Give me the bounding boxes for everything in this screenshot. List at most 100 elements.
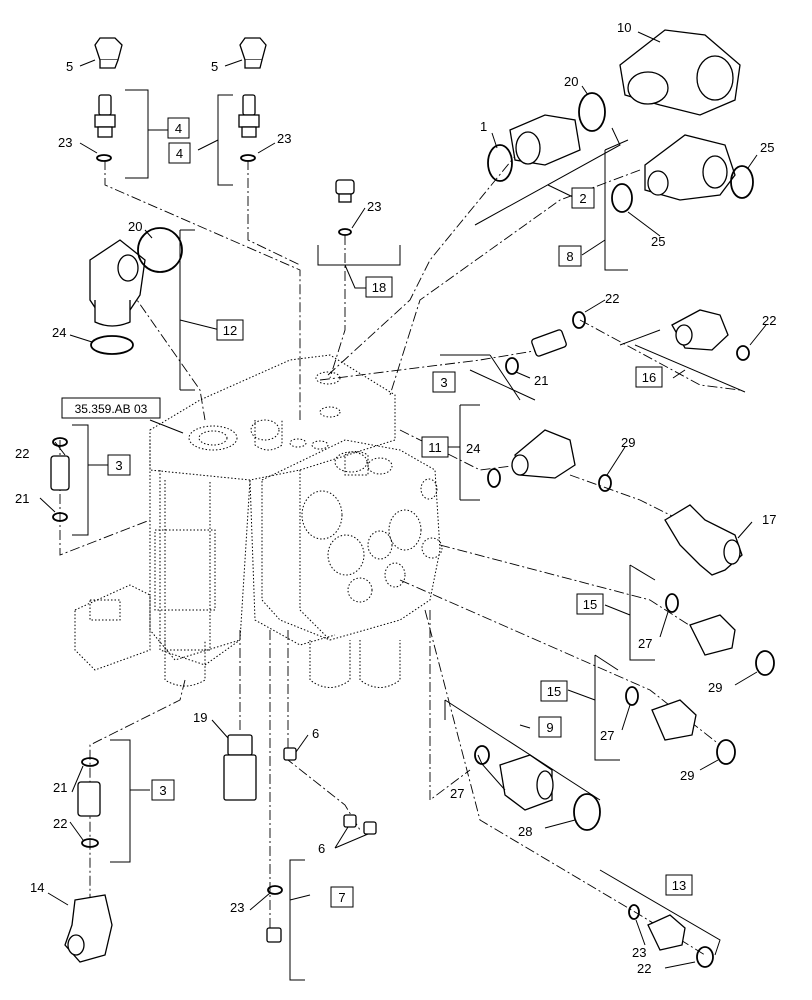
o-ring-part: [52, 512, 68, 522]
callout-10: 10: [617, 20, 631, 35]
straight-fitting-9-part: [499, 754, 554, 811]
o-ring-part: [625, 686, 639, 706]
box-label-2: 2: [571, 187, 595, 209]
callout-28: 28: [518, 824, 532, 839]
swivel-elbow-part: [644, 134, 736, 201]
box-label-text: 4: [175, 121, 182, 136]
callouts: 5 5 23 23 23 20 24 1 20 10 25 25 22 22 2…: [15, 20, 776, 976]
o-ring-part: [338, 228, 352, 236]
elbow-fitting-11-part: [511, 429, 576, 479]
plug-part: [283, 747, 297, 761]
o-ring-part: [81, 838, 99, 848]
box-label-15-upper: 15: [576, 593, 604, 615]
o-ring-part: [505, 357, 519, 375]
box-label-8: 8: [558, 245, 582, 267]
callout-17: 17: [762, 512, 776, 527]
callout-23: 23: [632, 945, 646, 960]
adapter-part: [531, 329, 567, 357]
o-ring-part: [487, 468, 501, 488]
elbow-fitting-14-part: [64, 894, 113, 963]
box-label-3-left: 3: [107, 454, 131, 476]
callout-5: 5: [211, 59, 218, 74]
callout-21: 21: [53, 780, 67, 795]
o-ring-part: [96, 154, 112, 162]
o-ring-part: [755, 650, 775, 676]
o-ring-part: [611, 183, 633, 213]
box-label-16: 16: [635, 366, 663, 388]
o-ring-part: [240, 154, 256, 162]
box-label-18: 18: [365, 276, 393, 298]
o-ring-part: [267, 885, 283, 895]
o-ring-part: [730, 165, 754, 199]
box-label-4-left: 4: [167, 117, 190, 139]
box-label-text: 12: [223, 323, 237, 338]
callout-1: 1: [480, 119, 487, 134]
callout-23: 23: [277, 131, 291, 146]
straight-adapter-part: [651, 699, 697, 741]
box-label-7: 7: [330, 886, 354, 908]
box-label-11: 11: [421, 436, 449, 458]
callout-29: 29: [680, 768, 694, 783]
box-label-3-bottom: 3: [151, 779, 175, 801]
plug-part: [363, 821, 377, 835]
plug-part: [343, 814, 357, 828]
plug-part: [266, 927, 282, 943]
box-label-9: 9: [538, 716, 562, 738]
callout-29: 29: [708, 680, 722, 695]
box-label-text: 15: [583, 597, 597, 612]
callout-6: 6: [318, 841, 325, 856]
o-ring-part: [736, 345, 750, 361]
callout-21: 21: [15, 491, 29, 506]
callout-24: 23: [230, 900, 244, 915]
box-label-4-right: 4: [168, 142, 191, 164]
box-label-13: 13: [665, 874, 693, 896]
tee-fitting-part: [664, 504, 743, 576]
callout-22: 22: [605, 291, 619, 306]
straight-fitting-part: [509, 114, 581, 166]
o-ring-part: [487, 144, 513, 182]
box-label-text: 3: [440, 375, 447, 390]
elbow-small-part: [671, 309, 729, 351]
box-label-text: 8: [566, 249, 573, 264]
o-ring-part: [598, 474, 612, 492]
callout-25: 25: [651, 234, 665, 249]
plug-part: [335, 179, 355, 203]
o-ring-part: [628, 904, 640, 920]
box-label-text: 18: [372, 280, 386, 295]
callout-27: 27: [600, 728, 614, 743]
test-port-fitting-left: [94, 94, 116, 138]
callout-5: 5: [66, 59, 73, 74]
center-lines: [59, 149, 741, 956]
callout-22: 22: [637, 961, 651, 976]
box-label-text: 7: [338, 890, 345, 905]
test-port-fitting-right: [238, 94, 260, 138]
callout-23: 23: [58, 135, 72, 150]
box-label-text: 15: [547, 684, 561, 699]
o-ring-part: [573, 793, 601, 831]
box-label-text: 16: [642, 370, 656, 385]
callout-24: 24: [466, 441, 480, 456]
callout-6: 6: [312, 726, 319, 741]
dust-cap-part-right: [239, 37, 267, 69]
box-label-text: 13: [672, 878, 686, 893]
o-ring-part: [578, 92, 606, 132]
o-ring-part: [81, 757, 99, 767]
o-ring-part: [665, 593, 679, 613]
straight-adapter-part: [689, 614, 736, 656]
o-ring-part: [474, 745, 490, 765]
leader-lines: [39, 31, 767, 981]
box-label-15-lower: 15: [540, 680, 568, 702]
callout-21: 21: [534, 373, 548, 388]
reference-label-text: 35.359.AB 03: [75, 402, 148, 416]
callout-26: 25: [760, 140, 774, 155]
box-label-12: 12: [216, 319, 244, 341]
box-label-3-right: 3: [432, 371, 456, 393]
valve-body: [74, 354, 443, 688]
straight-fitting-13-part: [647, 914, 686, 951]
box-label-text: 2: [579, 191, 586, 206]
callout-29: 29: [621, 435, 635, 450]
box-label-text: 11: [428, 440, 442, 455]
o-ring-part: [137, 227, 183, 273]
box-label-text: 3: [159, 783, 166, 798]
